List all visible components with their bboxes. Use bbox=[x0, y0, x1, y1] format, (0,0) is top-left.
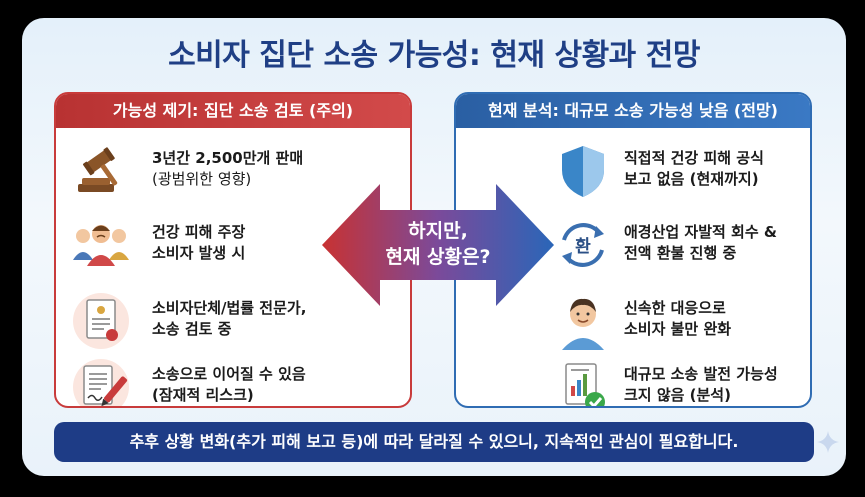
item-subtitle: (잠재적 리스크) bbox=[152, 386, 254, 404]
center-line2: 현재 상황은? bbox=[385, 246, 491, 268]
gavel-icon bbox=[70, 140, 132, 202]
risk-panel-header: 가능성 제기: 집단 소송 검토 (주의) bbox=[56, 94, 410, 128]
item-title: 직접적 건강 피해 공식 bbox=[624, 149, 764, 167]
list-item: 환 애경산업 자발적 회수 & 전액 환불 진행 중 bbox=[552, 214, 802, 276]
item-title: 애경산업 자발적 회수 & bbox=[624, 223, 777, 241]
legal-document-icon bbox=[70, 290, 132, 352]
crowd-icon bbox=[70, 214, 132, 276]
list-item: 신속한 대응으로 소비자 불만 완화 bbox=[552, 290, 802, 352]
item-title: 소비자단체/법률 전문가, bbox=[152, 299, 307, 317]
list-item: 소송으로 이어질 수 있음 (잠재적 리스크) bbox=[70, 356, 400, 406]
item-subtitle: 소비자 발생 시 bbox=[152, 244, 246, 262]
page-title: 소비자 집단 소송 가능성: 현재 상황과 전망 bbox=[168, 38, 700, 73]
sparkle-icon bbox=[817, 431, 839, 453]
list-item: 소비자단체/법률 전문가, 소송 검토 중 bbox=[70, 290, 400, 352]
center-question: 하지만, 현재 상황은? bbox=[322, 218, 554, 270]
item-subtitle: 소송 검토 중 bbox=[152, 320, 232, 338]
item-subtitle: 보고 없음 (현재까지) bbox=[624, 170, 759, 188]
item-title: 소송으로 이어질 수 있음 bbox=[152, 365, 306, 383]
list-item: 3년간 2,500만개 판매 (광범위한 영향) bbox=[70, 140, 400, 202]
infographic-card: 소비자 집단 소송 가능성: 현재 상황과 전망 가능성 제기: 집단 소송 검… bbox=[22, 18, 846, 476]
footer-note: 추후 상황 변화(추가 피해 보고 등)에 따라 달라질 수 있으니, 지속적인… bbox=[54, 422, 814, 462]
item-subtitle: 소비자 불만 완화 bbox=[624, 320, 732, 338]
shield-icon bbox=[552, 140, 614, 202]
item-subtitle: 전액 환불 진행 중 bbox=[624, 244, 737, 262]
list-item: 대규모 소송 발전 가능성 크지 않음 (분석) bbox=[552, 356, 802, 406]
item-subtitle: (광범위한 영향) bbox=[152, 170, 252, 188]
item-title: 건강 피해 주장 bbox=[152, 223, 246, 241]
item-title: 신속한 대응으로 bbox=[624, 299, 726, 317]
refund-cycle-icon: 환 bbox=[552, 214, 614, 276]
report-check-icon bbox=[552, 356, 614, 406]
list-item: 건강 피해 주장 소비자 발생 시 bbox=[70, 214, 400, 276]
outlook-panel-header: 현재 분석: 대규모 소송 가능성 낮음 (전망) bbox=[456, 94, 810, 128]
center-line1: 하지만, bbox=[408, 220, 468, 242]
item-title: 대규모 소송 발전 가능성 bbox=[624, 365, 778, 383]
double-arrow bbox=[322, 180, 554, 310]
list-item: 직접적 건강 피해 공식 보고 없음 (현재까지) bbox=[552, 140, 802, 202]
document-pen-icon bbox=[70, 356, 132, 406]
refund-icon-label: 환 bbox=[575, 237, 591, 257]
item-subtitle: 크지 않음 (분석) bbox=[624, 386, 731, 404]
item-title: 3년간 2,500만개 판매 bbox=[152, 149, 304, 167]
person-icon bbox=[552, 290, 614, 352]
